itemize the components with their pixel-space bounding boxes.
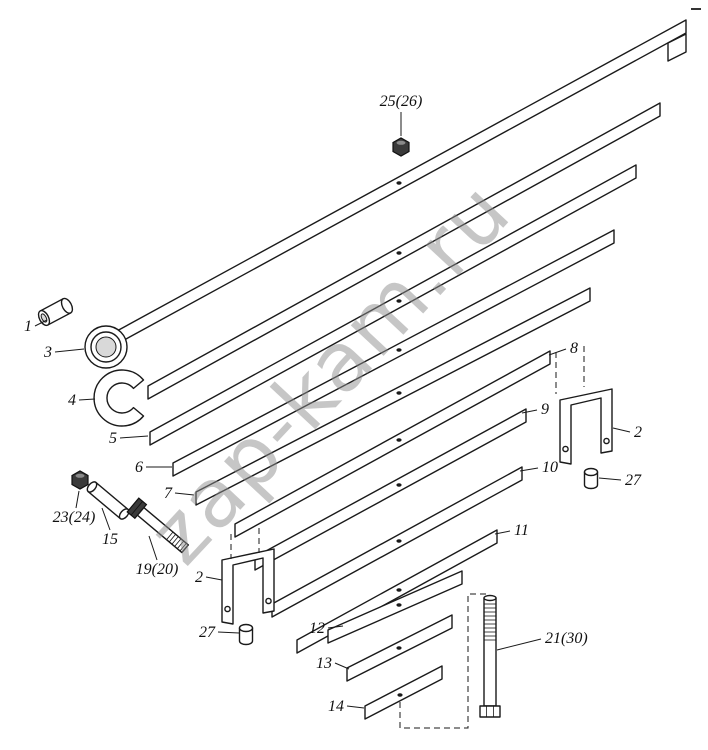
- label-part3: 3: [43, 344, 52, 361]
- nut-part25-26: [392, 137, 410, 157]
- clamp-part2-left: [221, 548, 275, 625]
- leaf-part9: [254, 408, 527, 571]
- clamp-hole: [562, 445, 569, 453]
- bolt-threads: [484, 603, 496, 641]
- label-part19-20: 19(20): [136, 561, 179, 578]
- wrap-shape: [93, 369, 145, 427]
- nut-shape: [71, 470, 89, 490]
- bushing-end: [60, 297, 74, 314]
- bolt-shank: [136, 506, 190, 554]
- center-hole: [396, 483, 402, 487]
- bolt-head: [479, 705, 501, 718]
- label-part7: 7: [164, 485, 173, 502]
- bolt-part19-20: [126, 497, 190, 554]
- leaf-end-fold: [667, 33, 687, 62]
- dashed-guides: [230, 346, 585, 729]
- leaf-stack: [114, 19, 687, 720]
- leaf-shape: [327, 570, 463, 644]
- spring-eye-part3: [84, 325, 128, 369]
- pin-part27-right: [583, 467, 599, 490]
- label-part11: 11: [514, 522, 529, 539]
- leaf-part4: [147, 102, 661, 400]
- pin-top: [238, 623, 254, 633]
- pin-body: [583, 471, 599, 490]
- leaf-shape: [147, 102, 661, 400]
- center-hole: [396, 348, 402, 352]
- leaf-part6: [172, 229, 615, 477]
- label-part10: 10: [542, 459, 558, 476]
- leaf-part12: [327, 570, 463, 644]
- part-labels: 1 3 4 5 6 7 8 9 10 11 12 13 14 15 23(24)…: [24, 93, 642, 715]
- leaf-part3-main: [114, 19, 687, 346]
- clamp-hole: [265, 597, 272, 605]
- clamp-hole: [603, 437, 610, 445]
- dashed-guide-bolt: [399, 593, 486, 729]
- label-part13: 13: [316, 655, 332, 672]
- label-part2-right: 2: [634, 424, 642, 441]
- label-part25-26: 25(26): [380, 93, 423, 110]
- leader-lines: [34, 112, 631, 709]
- label-part21-30: 21(30): [545, 630, 588, 647]
- nut-shape: [392, 137, 410, 157]
- label-part23-24: 23(24): [53, 509, 96, 526]
- nut-part23-24: [71, 470, 89, 490]
- center-hole: [396, 391, 402, 395]
- label-part15: 15: [102, 531, 118, 548]
- wrap-eye-part4: [93, 369, 145, 427]
- leaf-shape: [149, 164, 637, 446]
- center-hole: [396, 299, 402, 303]
- pin-top: [583, 467, 599, 477]
- nut-highlight: [75, 473, 85, 478]
- clamp-shape: [221, 548, 275, 625]
- center-hole: [397, 693, 403, 697]
- bolt-head-facet: [130, 501, 143, 516]
- label-part5: 5: [109, 430, 117, 447]
- clamp-shape: [559, 388, 613, 465]
- clamp-hole: [224, 605, 231, 613]
- bolt-part21-30: [479, 594, 501, 718]
- pin-end: [118, 508, 130, 520]
- label-part14: 14: [328, 698, 344, 715]
- bolt-tip: [483, 594, 497, 602]
- label-part1: 1: [24, 318, 32, 335]
- leaf-shape: [172, 229, 615, 477]
- label-part2-left: 2: [195, 569, 203, 586]
- center-hole: [396, 438, 402, 442]
- leaf-shape: [234, 350, 551, 538]
- label-part8: 8: [570, 340, 578, 357]
- center-hole: [396, 646, 402, 650]
- label-part6: 6: [135, 459, 143, 476]
- bushing-hole: [40, 313, 48, 323]
- leaf-part10: [271, 466, 523, 618]
- pin-part27-left: [238, 623, 254, 646]
- label-part27-left: 27: [199, 624, 216, 641]
- leaf-part8: [234, 350, 551, 538]
- center-hole: [396, 251, 402, 255]
- leaf-shape: [254, 408, 527, 571]
- label-part9: 9: [541, 401, 549, 418]
- bolt-threads: [166, 531, 187, 552]
- leaf-part5: [149, 164, 637, 446]
- leaf-shape: [364, 665, 443, 720]
- center-hole: [396, 539, 402, 543]
- center-hole: [396, 588, 402, 592]
- label-part4: 4: [68, 392, 76, 409]
- eye-hole: [95, 336, 117, 358]
- leaf-part13: [346, 614, 453, 682]
- label-part27-right: 27: [625, 472, 642, 489]
- label-part12: 12: [309, 620, 325, 637]
- leaf-part14: [364, 665, 443, 720]
- pin-body: [238, 627, 254, 646]
- pin-head-end: [86, 481, 98, 493]
- clamp-part2-right: [559, 388, 613, 465]
- center-hole: [396, 181, 402, 185]
- leaf-part7: [195, 287, 591, 506]
- leaf-shape: [195, 287, 591, 506]
- bolt-shank: [483, 597, 497, 707]
- center-hole: [396, 603, 402, 607]
- nut-highlight: [396, 140, 406, 145]
- pin-part15: [86, 481, 130, 520]
